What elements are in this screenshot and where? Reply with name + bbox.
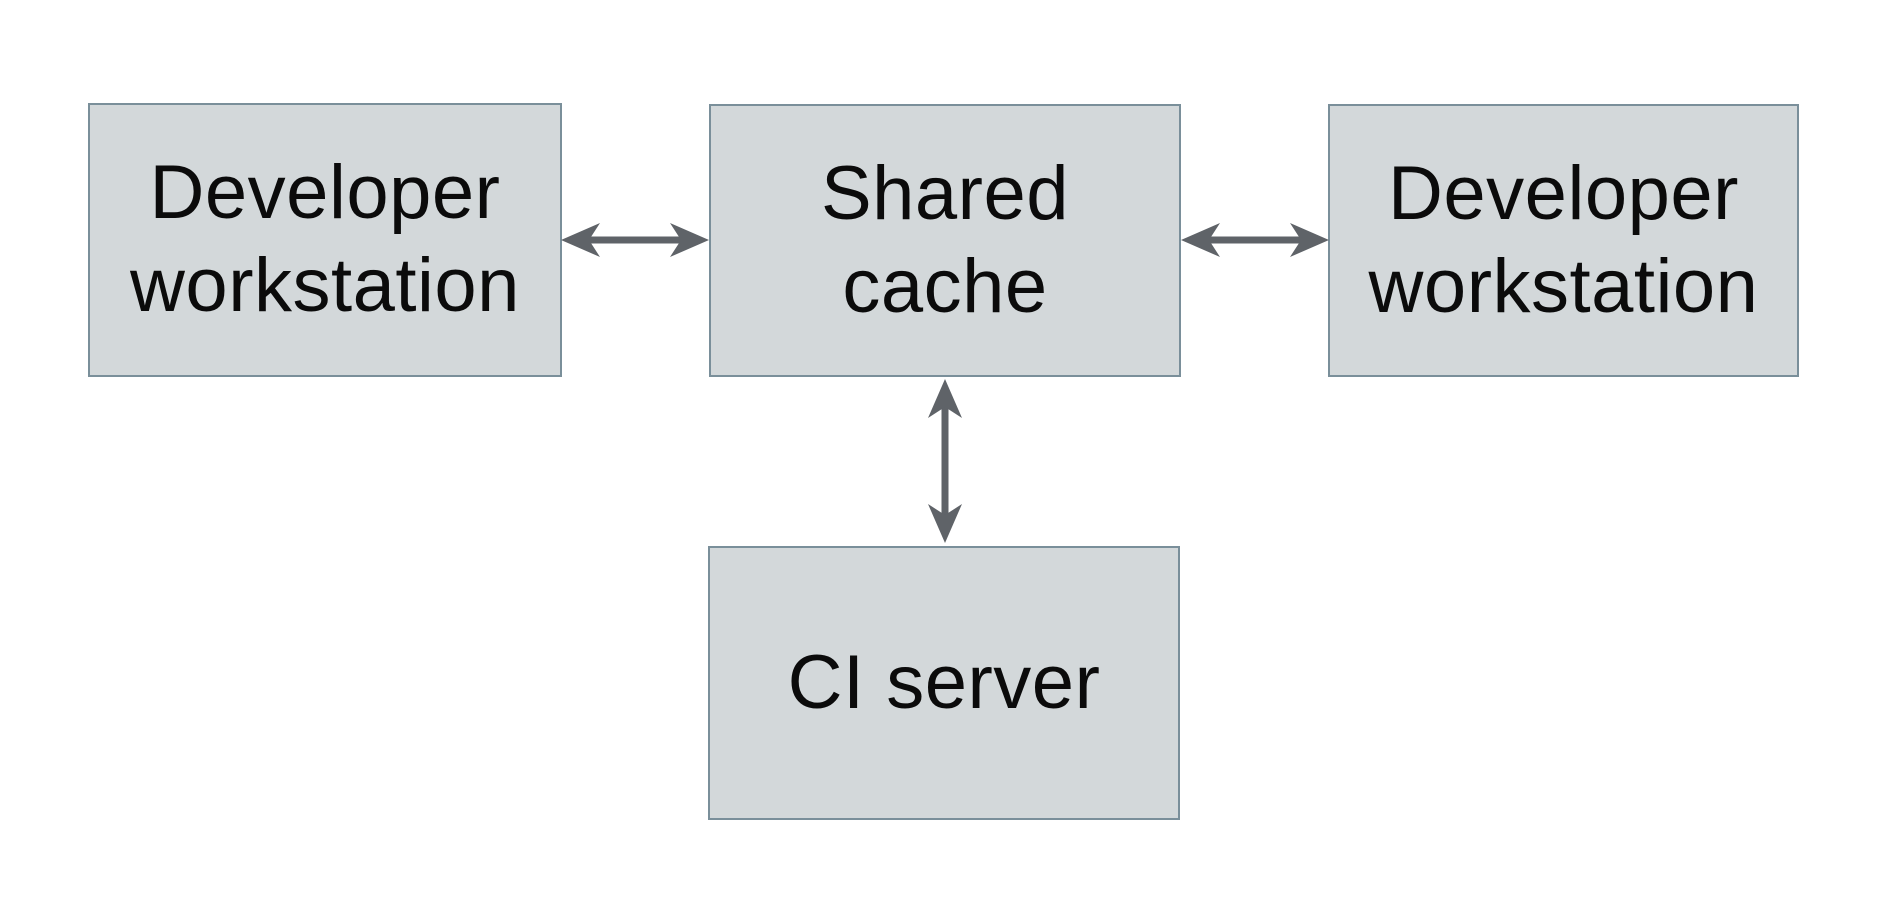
arrow-dev-left-shared-icon: [561, 223, 709, 257]
node-label: Developer workstation: [130, 150, 520, 328]
node-label: CI server: [787, 639, 1101, 725]
arrow-shared-dev-right-icon: [1181, 223, 1329, 257]
node-label: Developer workstation: [1368, 150, 1759, 329]
node-shared-cache: Shared cache: [709, 104, 1181, 377]
node-label: Shared cache: [820, 150, 1070, 329]
arrow-shared-ci-icon: [928, 379, 962, 543]
node-developer-workstation-left: Developer workstation: [88, 103, 562, 377]
node-developer-workstation-right: Developer workstation: [1328, 104, 1799, 377]
node-ci-server: CI server: [708, 546, 1180, 820]
